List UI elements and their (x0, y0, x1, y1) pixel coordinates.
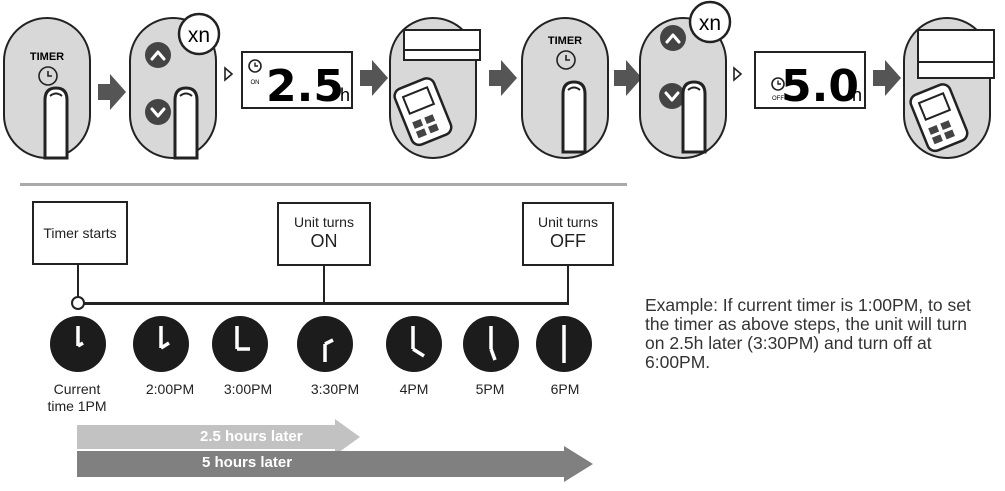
unit-on-line2: ON (310, 231, 338, 251)
duration-arrow-5h: 5 hours later (77, 446, 593, 482)
repeat-badge (688, 0, 732, 44)
lcd-unit-off: h (852, 85, 862, 105)
remote-control-icon (909, 83, 969, 153)
repeat-badge (177, 12, 221, 56)
finger-icon (681, 80, 707, 154)
timer-starts-box: Timer starts (32, 201, 128, 265)
step-6-up-down-buttons: xn (639, 0, 732, 159)
clock-label-5pm: 5PM (475, 381, 505, 397)
on-connector (323, 265, 325, 303)
clock-label-line1: Current (53, 381, 101, 397)
lcd-display-off: OFF 5.0 h (754, 51, 866, 112)
off-connector (567, 265, 569, 303)
unit-on-line1: Unit turns (294, 214, 354, 230)
step-8-send-to-unit (903, 17, 995, 159)
timer-clock-icon (38, 66, 58, 86)
air-unit-icon (917, 29, 995, 79)
start-connector (77, 265, 79, 299)
lcd-display-on: ON 2.5 h (241, 51, 353, 112)
timer-starts-label: Timer starts (43, 225, 117, 241)
clock-1pm-icon (50, 316, 106, 372)
pointer-triangle-icon (733, 66, 743, 82)
clock-2pm-icon (133, 316, 189, 372)
unit-off-line2: OFF (550, 231, 586, 251)
clock-label-330pm: 3:30PM (310, 381, 360, 397)
timer-button-label: TIMER (30, 51, 64, 63)
duration-arrow-2-5h: 2.5 hours later (77, 419, 360, 455)
finger-icon (561, 80, 587, 154)
finger-icon (43, 86, 69, 160)
clock-label-6pm: 6PM (550, 381, 580, 397)
lcd-mode-on: ON (251, 80, 260, 86)
unit-off-box: Unit turns OFF (522, 202, 614, 266)
step-4-send-to-unit (389, 17, 481, 159)
unit-on-box: Unit turns ON (277, 202, 371, 266)
timer-button-label: TIMER (548, 35, 582, 47)
down-button-icon (659, 83, 685, 109)
clock-330pm-icon (297, 316, 353, 372)
section-divider (20, 183, 627, 186)
clock-3pm-icon (212, 316, 268, 372)
example-description: Example: If current timer is 1:00PM, to … (645, 295, 971, 372)
clock-label-4pm: 4PM (399, 381, 429, 397)
lcd-mode-off: OFF (772, 96, 784, 102)
clock-label-3pm: 3:00PM (223, 381, 273, 397)
clock-6pm-icon (536, 316, 592, 372)
clock-label-line2: time 1PM (47, 398, 107, 414)
timer-setting-steps: TIMER xn ON 2.5 h (3, 0, 995, 160)
down-button-icon (145, 99, 171, 125)
remote-control-icon (393, 77, 453, 147)
flow-arrow-icon (614, 60, 642, 96)
air-unit-icon (403, 29, 481, 61)
step-2-up-down-buttons: xn (129, 12, 221, 160)
clock-5pm-icon (463, 316, 519, 372)
step-1-timer-button: TIMER (3, 17, 91, 160)
up-button-icon (145, 42, 171, 68)
duration-label-2-5h: 2.5 hours later (200, 428, 303, 445)
flow-arrow-icon (489, 60, 517, 96)
step-5-timer-button: TIMER (521, 17, 609, 159)
timeline-axis (78, 302, 569, 305)
flow-arrow-icon (873, 60, 901, 96)
duration-label-5h: 5 hours later (202, 454, 293, 471)
repeat-label: xn (188, 24, 210, 47)
clock-label-2pm: 2:00PM (145, 381, 195, 397)
flow-arrow-icon (98, 74, 126, 110)
timer-clock-icon (556, 50, 576, 70)
unit-off-line1: Unit turns (538, 214, 598, 230)
timeline-start-marker (71, 296, 85, 310)
lcd-value-on: 2.5 (266, 61, 344, 112)
lcd-value-off: 5.0 (781, 61, 859, 112)
pointer-triangle-icon (224, 66, 234, 82)
flow-arrow-icon (360, 60, 388, 96)
repeat-label: xn (699, 12, 721, 35)
up-button-icon (660, 25, 686, 51)
clock-4pm-icon (386, 316, 442, 372)
lcd-unit-on: h (340, 85, 350, 105)
clock-label-1pm: Current time 1PM (27, 381, 127, 415)
finger-icon (173, 86, 199, 160)
